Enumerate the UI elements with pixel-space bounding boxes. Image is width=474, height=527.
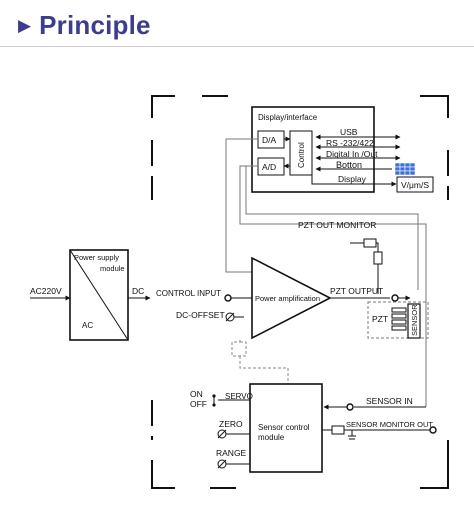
pzt-output-jack (391, 294, 399, 302)
page-header: ▶ Principle (18, 8, 151, 42)
zero-label: ZERO (219, 419, 243, 429)
range-pot-icon[interactable] (217, 459, 250, 469)
ad-label: A/D (262, 162, 276, 172)
power-amplification-block: Power amplification (251, 256, 332, 340)
display-unit-label: V/μm/S (401, 180, 429, 190)
control-label: Control (297, 142, 306, 168)
sensor-in-jack (346, 403, 354, 411)
zero-pot-icon[interactable] (217, 429, 250, 439)
control-box (289, 130, 313, 176)
sensor-control-title-1: Sensor control (258, 423, 310, 432)
display-interface-block: Display/interface D/A A/D Control (251, 106, 375, 193)
servo-label: SERVO (225, 392, 253, 401)
power-supply-ac: AC (82, 321, 93, 330)
botton-label: Botton (336, 160, 362, 170)
triangle-bullet-icon: ▶ (18, 15, 32, 35)
control-input-label: CONTROL INPUT (156, 289, 221, 298)
servo-switch-icon[interactable] (212, 394, 216, 407)
rs-label: RS -232/422 (326, 138, 374, 148)
enclosure-frame (151, 95, 449, 489)
keypad-icon (394, 162, 416, 176)
power-amplification-label: Power amplification (255, 294, 320, 303)
pzt-monitor-resistors (350, 238, 383, 294)
dc-offset-link (231, 340, 289, 384)
off-label: OFF (190, 399, 207, 409)
digital-label: Digital In /Out (326, 149, 378, 159)
control-input-jack (224, 294, 232, 302)
ac220v-label: AC220V (30, 286, 62, 296)
dc-offset-pot-icon (225, 312, 244, 322)
power-supply-title-2: module (100, 264, 125, 273)
pzt-out-monitor-label: PZT OUT MONITOR (298, 220, 376, 230)
sensor-monitor-resistor (322, 425, 430, 440)
pzt-label: PZT (372, 314, 388, 324)
pzt-sensor-assembly: PZT SENSOR (367, 301, 429, 339)
dc-offset-label: DC-OFFSET (176, 310, 225, 320)
sensor-control-title-2: module (258, 433, 285, 442)
display-readout (396, 176, 434, 193)
sensor-in-label: SENSOR IN (366, 396, 413, 406)
pzt-output-label: PZT OUTPUT (330, 286, 383, 296)
sensor-monitor-out-label: SENSOR MONITOR OUT (346, 420, 433, 429)
header-divider (0, 46, 474, 47)
sensor-label: SENSOR (410, 304, 419, 336)
display-label: Display (338, 174, 367, 184)
page-title: Principle (39, 9, 151, 40)
sensor-monitor-out-jack (429, 426, 437, 434)
dc-label: DC (132, 286, 144, 296)
display-interface-title: Display/interface (258, 113, 318, 122)
power-supply-block: Power supply module AC (69, 249, 129, 341)
usb-label: USB (340, 127, 358, 137)
range-label: RANGE (216, 448, 247, 458)
da-label: D/A (262, 135, 277, 145)
power-supply-title-1: Power supply (74, 253, 119, 262)
on-label: ON (190, 389, 203, 399)
sensor-control-block: Sensor control module (249, 383, 323, 473)
